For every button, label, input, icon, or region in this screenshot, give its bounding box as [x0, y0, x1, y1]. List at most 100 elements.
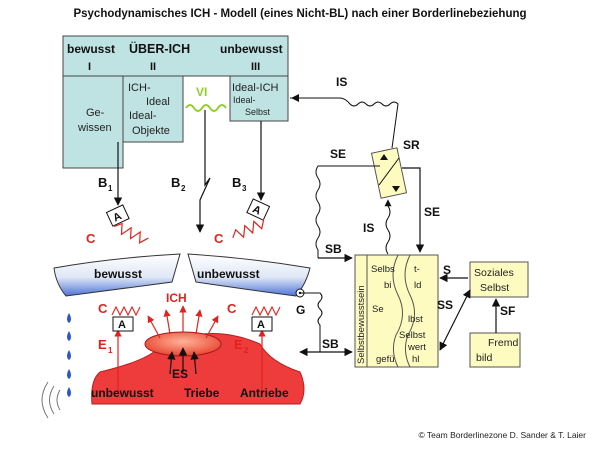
- s-label: S: [443, 263, 451, 277]
- es-antriebe: Antriebe: [240, 386, 289, 400]
- e1-label: E: [98, 337, 107, 352]
- ich-label: ICH: [166, 291, 187, 305]
- b1-label: B: [98, 175, 107, 190]
- self-t: t-: [414, 264, 420, 275]
- c-spring-upper-left: [113, 222, 149, 244]
- ss-label: SS: [437, 298, 453, 312]
- vi-wave: [185, 104, 227, 112]
- superego-header: [62, 35, 289, 77]
- ich-ideal-line4: Objekte: [132, 125, 170, 137]
- se-right-label: SE: [424, 205, 440, 219]
- c-spring-lower-left: [111, 305, 141, 317]
- header-bewusst: bewusst: [67, 42, 115, 56]
- self-split-left: [392, 254, 403, 368]
- es-label: ES: [172, 367, 188, 381]
- superego-block: bewusst ÜBER-ICH unbewusst I II III Ge- …: [62, 35, 289, 169]
- ich-rays: [147, 305, 219, 339]
- ich-ideal-line3: Ideal-: [129, 110, 157, 122]
- soziales-label: Soziales: [474, 267, 514, 279]
- b2-sub: 2: [181, 184, 186, 193]
- e2-sub: 2: [244, 346, 249, 355]
- c-label-lower-left: C: [98, 301, 108, 316]
- header-unbewusst: unbewusst: [220, 42, 283, 56]
- vi-label: VI: [196, 85, 207, 99]
- selbstbewusstsein-label: Selbstbewusstsein: [356, 285, 367, 364]
- se-right-line: [402, 167, 425, 253]
- soziales-selbst-label: Selbst: [480, 282, 509, 294]
- is-mid-line: [384, 199, 392, 255]
- is-top-line: [290, 97, 399, 149]
- b3-sub: 3: [242, 184, 247, 193]
- copyright-note: © Team Borderlinezone D. Sander & T. Lai…: [418, 430, 586, 440]
- a-label-lower-left: A: [118, 319, 126, 331]
- c-label-upper-right: C: [214, 231, 224, 246]
- roman-iii: III: [251, 61, 260, 73]
- sb-bottom-label: SB: [322, 337, 339, 351]
- b3-label: B: [232, 175, 241, 190]
- ego-bowl-right: [187, 253, 311, 297]
- c-spring-upper-right: [232, 218, 265, 239]
- roman-ii: II: [150, 61, 156, 73]
- es-triebe: Triebe: [184, 386, 220, 400]
- diagram-title: Psychodynamisches ICH - Modell (eines Ni…: [73, 8, 527, 20]
- gewissen-line1: Ge-: [86, 107, 105, 119]
- c-label-lower-right: C: [227, 301, 237, 316]
- self-gefu: gefü: [376, 354, 395, 365]
- ideal-selbst-line2: Selbst: [245, 107, 271, 117]
- ideal-selbst-line1: Ideal-: [233, 95, 256, 105]
- self-selbs: Selbs: [371, 264, 395, 275]
- c-spring-lower-right: [251, 305, 281, 317]
- is-mid-label: IS: [363, 221, 374, 235]
- ideal-ich-label: Ideal-ICH: [232, 82, 279, 94]
- water-drops: [67, 313, 71, 397]
- self-block: [354, 254, 439, 368]
- a-box-lower-right: [251, 316, 273, 332]
- sr-box: [370, 147, 408, 199]
- es-to-ich-arrows: [167, 347, 199, 375]
- ego-bowl-left: [53, 253, 181, 297]
- a-box-lower-left: [112, 316, 134, 332]
- self-ld: ld: [414, 280, 421, 291]
- gewissen-line2: wissen: [77, 122, 112, 134]
- es-unbewusst: unbewusst: [91, 386, 154, 400]
- a-label-lower-right: A: [257, 319, 265, 331]
- b1-sub: 1: [108, 184, 113, 193]
- self-wert: wert: [407, 342, 426, 353]
- bild-label: bild: [476, 352, 493, 364]
- self-split-right: [404, 254, 415, 368]
- g-link-line: [300, 292, 323, 352]
- self-bi: bi: [384, 280, 391, 291]
- b2-label: B: [171, 175, 180, 190]
- ego-unbewusst: unbewusst: [197, 267, 260, 281]
- self-lbst: lbst: [408, 314, 423, 325]
- c-label-upper-left: C: [86, 231, 96, 246]
- sound-waves: [41, 381, 61, 419]
- self-selbst: Selbst: [399, 330, 426, 341]
- fremd-label: Fremd: [488, 337, 518, 349]
- ideal-ich-box: [229, 75, 289, 122]
- g-label: G: [296, 303, 305, 317]
- b2-arrow: [195, 110, 211, 233]
- gewissen-box: [62, 75, 124, 169]
- a-box-upper-right: A: [246, 198, 271, 221]
- se-left-label: SE: [330, 147, 346, 161]
- sf-label: SF: [500, 304, 515, 318]
- es-mound: [91, 333, 305, 405]
- ego-bewusst: bewusst: [94, 267, 142, 281]
- self-hl: hl: [412, 354, 419, 365]
- roman-i: I: [88, 61, 91, 73]
- is-top-label: IS: [336, 75, 347, 89]
- sb-top-label: SB: [325, 242, 342, 256]
- soziales-selbst-box: [469, 261, 529, 298]
- e2-label: E: [234, 337, 243, 352]
- a-box-upper-left: A: [105, 204, 130, 227]
- ich-ideal-line2: Ideal: [146, 96, 170, 108]
- se-left-line: [315, 165, 380, 258]
- self-se: Se: [372, 304, 384, 315]
- e1-sub: 1: [108, 346, 113, 355]
- ich-ideal-line1: ICH-: [128, 82, 151, 94]
- header-ueberich: ÜBER-ICH: [129, 41, 190, 56]
- sr-label: SR: [403, 138, 420, 152]
- ss-arrow: [439, 289, 471, 351]
